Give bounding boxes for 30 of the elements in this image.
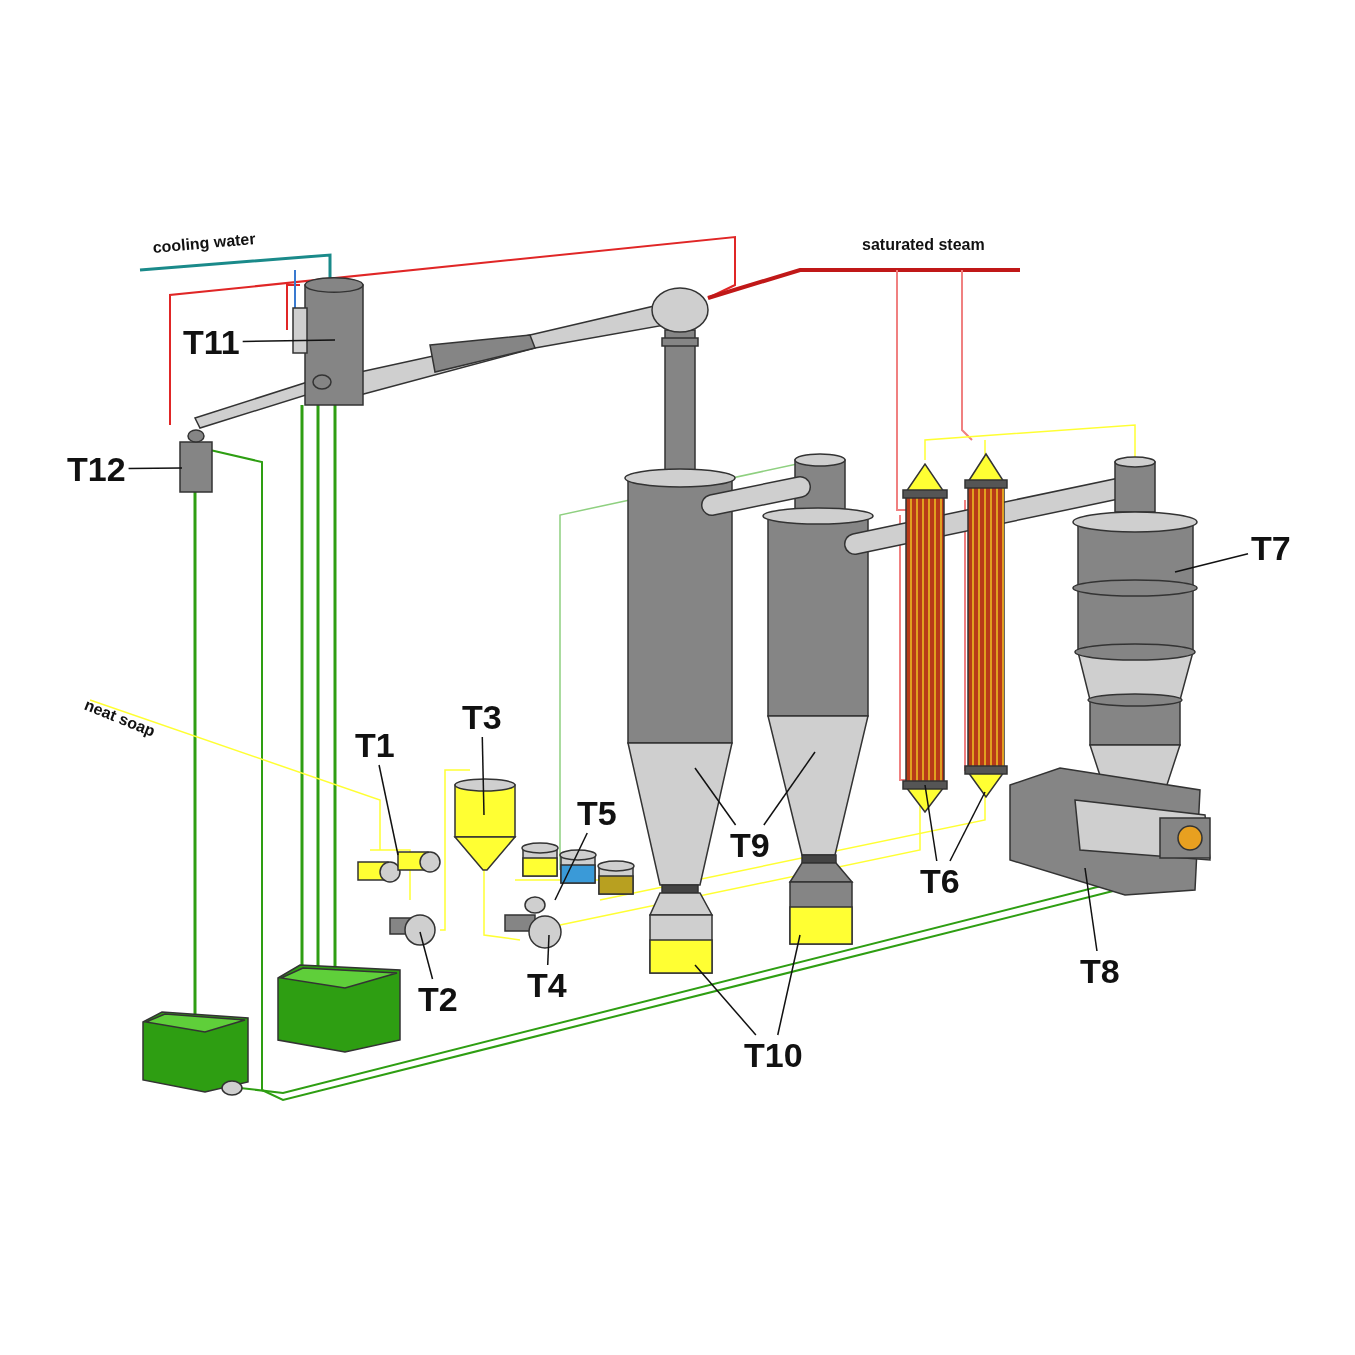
leader-line: [777, 934, 801, 1036]
leader-line: [419, 931, 434, 980]
leader-line: [763, 751, 816, 826]
leader-line: [1174, 552, 1249, 573]
callout-label: T1: [355, 728, 395, 762]
callout-label: T2: [418, 982, 458, 1016]
leader-line: [694, 964, 757, 1036]
leader-line: [1084, 867, 1098, 952]
callout-label: T7: [1251, 531, 1291, 565]
callout-label: T5: [577, 796, 617, 830]
callout-label: T9: [730, 828, 770, 862]
leader-line: [546, 934, 550, 966]
callout-label: T4: [527, 968, 567, 1002]
leader-line: [924, 784, 938, 862]
callout-label: T6: [920, 864, 960, 898]
leader-line: [949, 791, 986, 862]
leader-line: [378, 764, 399, 856]
callout-label: T8: [1080, 954, 1120, 988]
leader-line: [481, 736, 485, 816]
leader-line: [127, 467, 183, 470]
callout-label: T3: [462, 700, 502, 734]
callout-label: T11: [183, 325, 240, 359]
leader-line: [241, 339, 336, 343]
pipe-label: cooling water: [152, 231, 257, 256]
callout-label: T10: [744, 1038, 803, 1072]
pipe-label: neat soap: [82, 697, 158, 740]
leader-line: [694, 767, 737, 826]
leader-line: [554, 832, 588, 901]
callout-label: T12: [67, 452, 126, 486]
pipe-label: saturated steam: [862, 237, 985, 253]
